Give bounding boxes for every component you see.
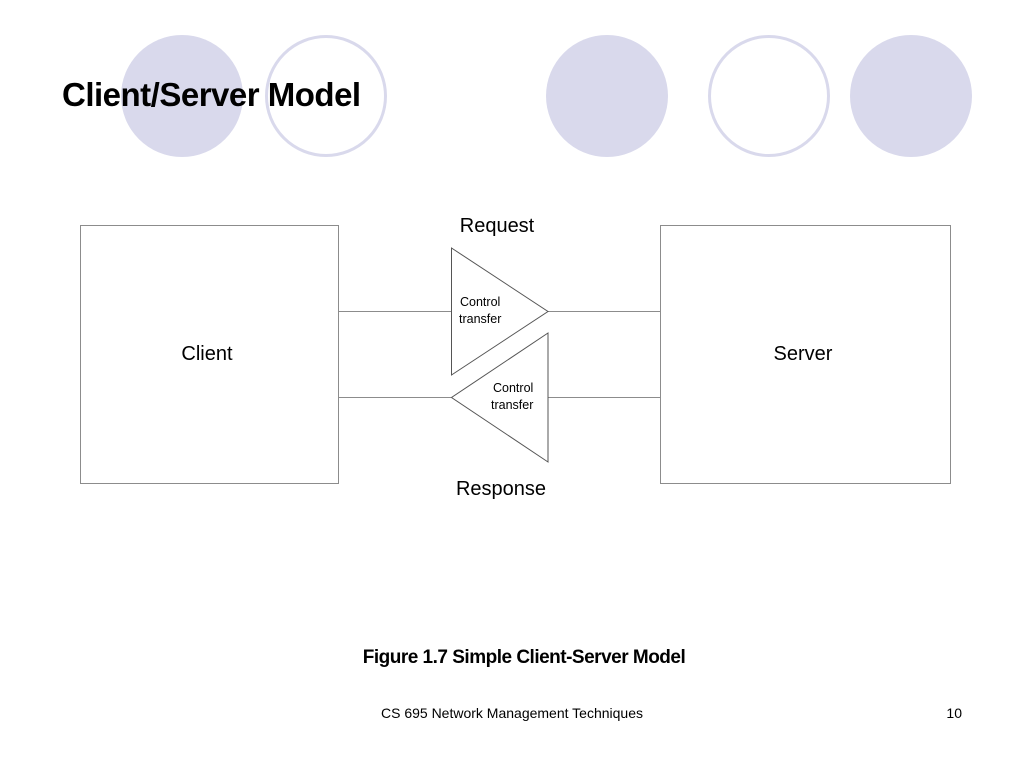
request-arrow-label-line2: transfer bbox=[459, 312, 501, 326]
decorative-circle-3 bbox=[546, 35, 668, 157]
decorative-circle-4 bbox=[708, 35, 830, 157]
request-label: Request bbox=[460, 215, 535, 237]
decorative-circle-5 bbox=[850, 35, 972, 157]
response-arrow-label-line2: transfer bbox=[491, 398, 533, 412]
response-arrow-triangle bbox=[450, 332, 549, 463]
figure-caption: Figure 1.7 Simple Client-Server Model bbox=[362, 647, 686, 668]
footer-course-name: CS 695 Network Management Techniques bbox=[380, 705, 643, 721]
decorative-circle-2 bbox=[265, 35, 387, 157]
response-label: Response bbox=[456, 478, 546, 500]
page-number: 10 bbox=[946, 705, 962, 721]
request-arrow-triangle bbox=[451, 247, 549, 376]
client-label: Client bbox=[181, 343, 233, 365]
decorative-circle-1 bbox=[121, 35, 243, 157]
server-box bbox=[660, 225, 951, 484]
response-arrow-label-line1: Control bbox=[493, 381, 533, 395]
request-arrow-label-line1: Control bbox=[460, 295, 500, 309]
server-label: Server bbox=[774, 343, 833, 365]
slide-title: Client/Server Model bbox=[62, 76, 361, 113]
client-box bbox=[80, 225, 339, 484]
